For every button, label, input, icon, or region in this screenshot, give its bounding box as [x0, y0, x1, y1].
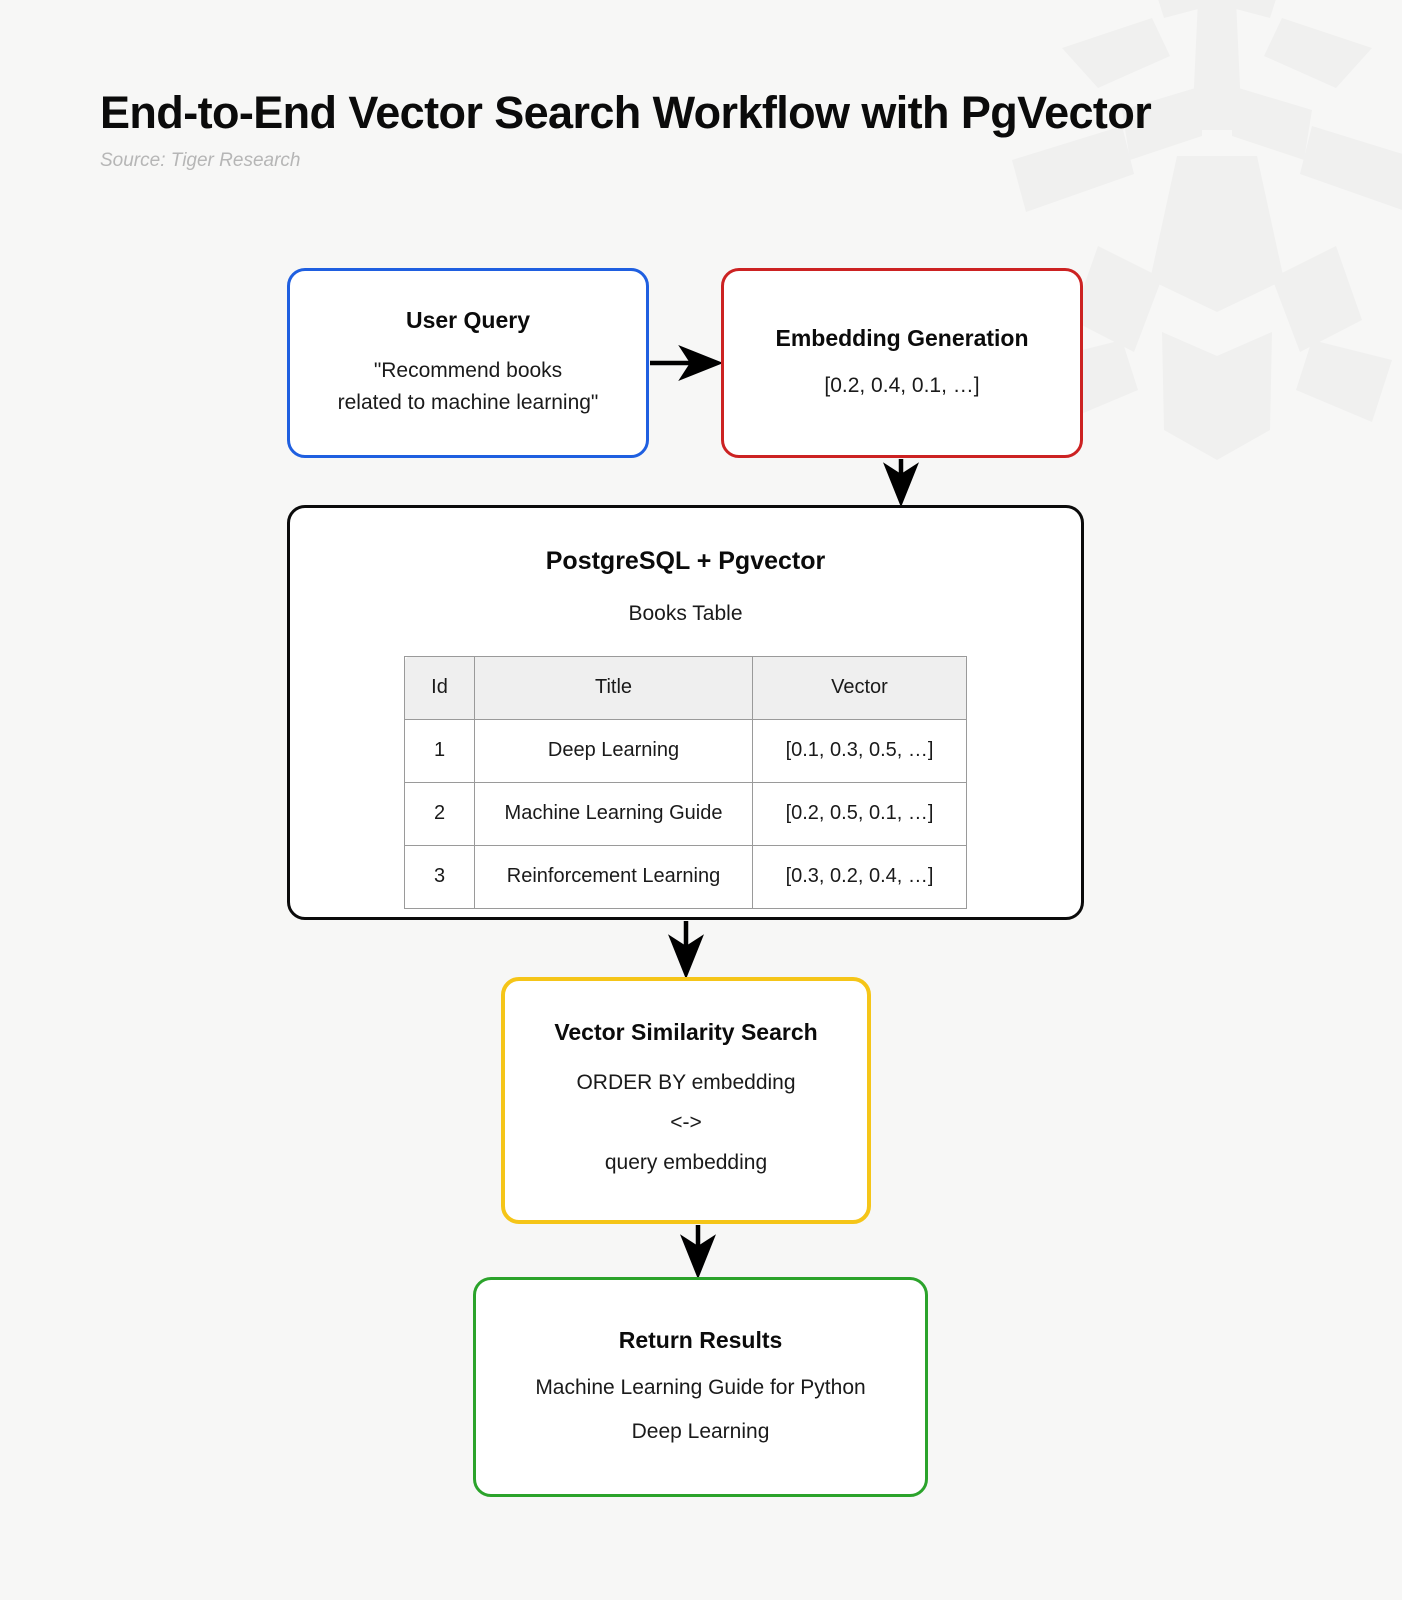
- cell-vector: [0.2, 0.5, 0.1, …]: [752, 781, 967, 846]
- node-database-title: PostgreSQL + Pgvector: [545, 547, 826, 575]
- header: End-to-End Vector Search Workflow with P…: [100, 87, 1152, 172]
- node-similarity-line-3: query embedding: [604, 1150, 768, 1174]
- node-user-query[interactable]: User Query "Recommend books related to m…: [287, 268, 649, 458]
- cell-id: 2: [404, 781, 475, 846]
- node-return-results[interactable]: Return Results Machine Learning Guide fo…: [473, 1277, 928, 1497]
- node-embedding-vector: [0.2, 0.4, 0.1, …]: [824, 374, 980, 398]
- node-results-line-1: Machine Learning Guide for Python: [535, 1375, 866, 1399]
- node-postgresql-pgvector[interactable]: PostgreSQL + Pgvector Books Table Id Tit…: [287, 505, 1084, 920]
- node-results-title: Return Results: [618, 1327, 783, 1354]
- table-header-title: Title: [474, 655, 753, 720]
- node-database-subtitle: Books Table: [628, 602, 743, 626]
- node-similarity-line-1: ORDER BY embedding: [576, 1071, 796, 1095]
- cell-title: Reinforcement Learning: [474, 844, 753, 909]
- cell-vector: [0.1, 0.3, 0.5, …]: [752, 718, 967, 783]
- books-table: Id Title Vector 1 Deep Learning [0.1, 0.…: [404, 655, 967, 909]
- node-vector-similarity-search[interactable]: Vector Similarity Search ORDER BY embedd…: [501, 977, 871, 1224]
- node-results-line-2: Deep Learning: [631, 1420, 770, 1444]
- cell-title: Deep Learning: [474, 718, 753, 783]
- node-similarity-title: Vector Similarity Search: [554, 1019, 818, 1046]
- node-similarity-operator: <->: [670, 1110, 702, 1134]
- table-header-id: Id: [404, 655, 475, 720]
- page-title: End-to-End Vector Search Workflow with P…: [100, 87, 1152, 138]
- node-user-query-line-1: "Recommend books: [373, 358, 563, 382]
- node-user-query-line-2: related to machine learning": [337, 391, 599, 415]
- cell-id: 1: [404, 718, 475, 783]
- table-header-row: Id Title Vector: [404, 655, 967, 720]
- cell-vector: [0.3, 0.2, 0.4, …]: [752, 844, 967, 909]
- table-row: 1 Deep Learning [0.1, 0.3, 0.5, …]: [404, 718, 967, 783]
- table-header-vector: Vector: [752, 655, 967, 720]
- table-row: 2 Machine Learning Guide [0.2, 0.5, 0.1,…: [404, 781, 967, 846]
- cell-title: Machine Learning Guide: [474, 781, 753, 846]
- page-subtitle-source: Source: Tiger Research: [100, 150, 301, 172]
- node-embedding-generation[interactable]: Embedding Generation [0.2, 0.4, 0.1, …]: [721, 268, 1083, 458]
- node-user-query-title: User Query: [405, 307, 530, 334]
- node-embedding-title: Embedding Generation: [775, 325, 1029, 352]
- table-row: 3 Reinforcement Learning [0.3, 0.2, 0.4,…: [404, 844, 967, 909]
- cell-id: 3: [404, 844, 475, 909]
